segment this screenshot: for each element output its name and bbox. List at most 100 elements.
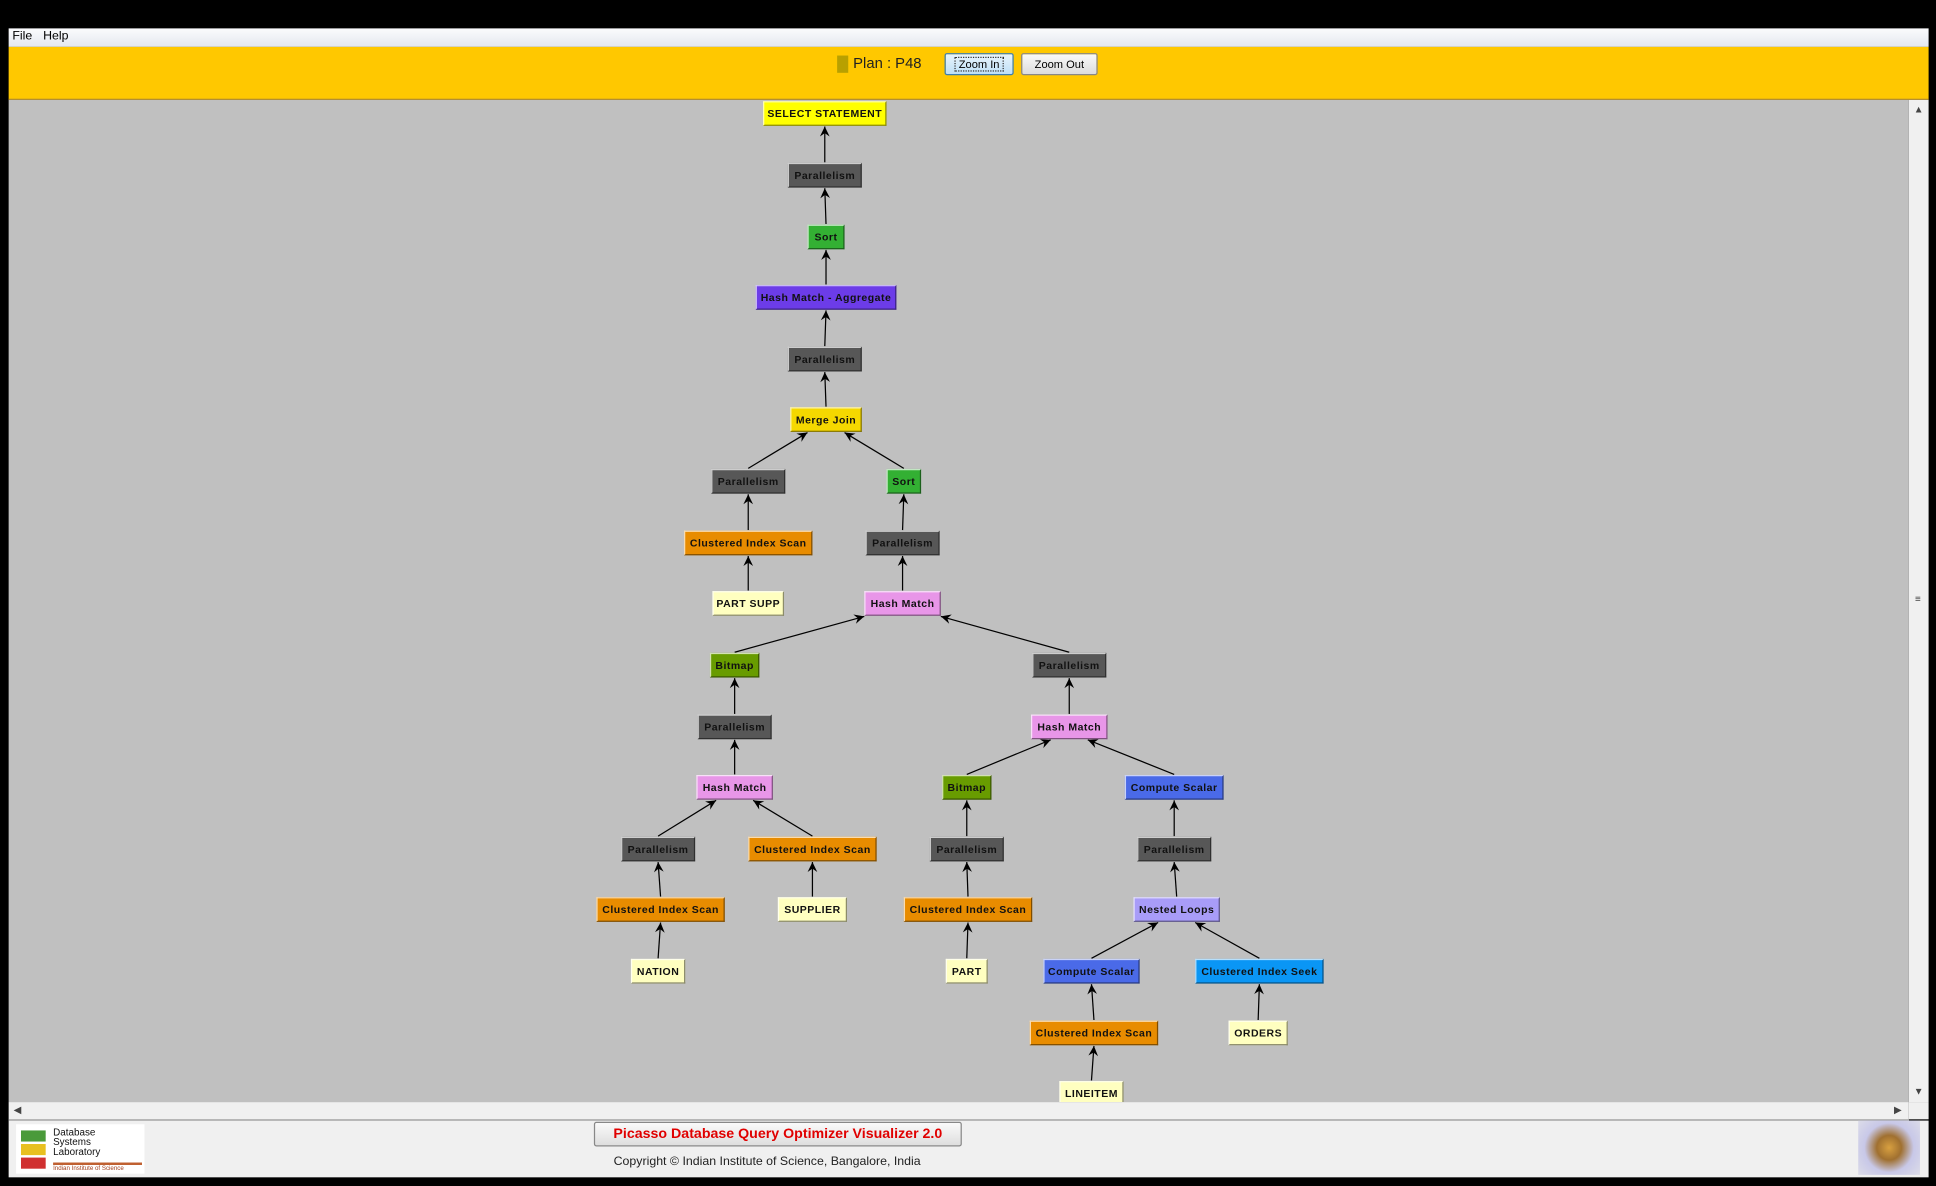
plan-node-clustered-index-seek[interactable]: Clustered Index Seek [1195, 958, 1324, 983]
plan-node-clustered-index-scan[interactable]: Clustered Index Scan [903, 896, 1033, 922]
plan-edge [940, 615, 1070, 653]
plan-node-lineitem[interactable]: LINEITEM [1059, 1080, 1124, 1103]
arrowhead-icon [1195, 922, 1207, 932]
menu-file[interactable]: File [12, 29, 33, 44]
scroll-right-icon[interactable]: ▶ [1894, 1104, 1902, 1116]
dsl-blocks-icon [20, 1130, 46, 1169]
arrowhead-icon [753, 800, 765, 810]
plan-node-hash-match[interactable]: Hash Match [696, 774, 773, 800]
arrowhead-icon [940, 614, 952, 624]
arrowhead-icon [729, 739, 740, 750]
zoom-in-label: Zoom In [955, 56, 1004, 72]
arrowhead-icon [1170, 862, 1180, 873]
dsl-logo-text: Database Systems Laboratory [53, 1126, 101, 1158]
menu-bar: File Help [8, 28, 1929, 47]
plan-node-parallelism[interactable]: Parallelism [929, 836, 1004, 861]
plan-edge [1194, 921, 1260, 959]
plan-node-part[interactable]: PART [945, 958, 988, 983]
vertical-scrollbar[interactable]: ▲ ≡ ▼ [1908, 99, 1929, 1103]
toolbar: Plan : P48 Zoom In Zoom Out [8, 46, 1929, 100]
plan-node-parallelism[interactable]: Parallelism [865, 530, 940, 555]
scroll-grip-icon[interactable]: ≡ [1915, 593, 1921, 605]
plan-node-parallelism[interactable]: Parallelism [621, 836, 696, 861]
plan-edge [734, 615, 865, 653]
plan-node-sort[interactable]: Sort [886, 468, 922, 494]
dsl-logo: Database Systems Laboratory Indian Insti… [16, 1124, 145, 1174]
arrowhead-icon [796, 432, 808, 442]
arrowhead-icon [820, 310, 831, 321]
copyright-text: Copyright © Indian Institute of Science,… [613, 1155, 921, 1169]
plan-node-parallelism[interactable]: Parallelism [711, 468, 786, 494]
plan-node-bitmap[interactable]: Bitmap [942, 774, 992, 800]
arrowhead-icon [853, 614, 865, 624]
plan-node-compute-scalar[interactable]: Compute Scalar [1124, 774, 1224, 800]
plan-node-clustered-index-scan[interactable]: Clustered Index Scan [684, 530, 813, 555]
arrowhead-icon [819, 126, 830, 137]
plan-node-parallelism[interactable]: Parallelism [787, 346, 862, 371]
plan-node-nested-loops[interactable]: Nested Loops [1133, 896, 1220, 922]
scroll-up-icon[interactable]: ▲ [1913, 103, 1924, 115]
plan-node-select-statement[interactable]: SELECT STATEMENT [763, 100, 887, 126]
plan-node-parallelism[interactable]: Parallelism [1032, 652, 1107, 677]
arrowhead-icon [807, 862, 818, 873]
plan-edge [1091, 921, 1159, 959]
arrowhead-icon [743, 555, 754, 566]
horizontal-scrollbar[interactable]: ◀ ▶ [8, 1102, 1909, 1121]
iisc-emblem-icon [1858, 1120, 1920, 1175]
scroll-left-icon[interactable]: ◀ [13, 1104, 22, 1116]
plan-edge [657, 799, 717, 837]
arrowhead-icon [655, 922, 665, 933]
plan-node-clustered-index-scan[interactable]: Clustered Index Scan [1029, 1019, 1159, 1045]
app-title-button[interactable]: Picasso Database Query Optimizer Visuali… [593, 1121, 962, 1147]
plan-edge [966, 739, 1051, 775]
plan-node-part-supp[interactable]: PART SUPP [712, 590, 785, 616]
arrowhead-icon [821, 249, 831, 260]
arrowhead-icon [1039, 739, 1051, 749]
plan-edge [747, 432, 808, 469]
arrowhead-icon [898, 494, 909, 505]
plan-label: Plan : P48 [853, 54, 922, 72]
footer: Database Systems Laboratory Indian Insti… [8, 1120, 1929, 1178]
arrowhead-icon [897, 555, 908, 566]
plan-tree-edges [653, 126, 1264, 1081]
arrowhead-icon [820, 372, 830, 383]
plan-color-swatch [837, 55, 849, 73]
arrowhead-icon [705, 800, 717, 810]
zoom-in-button[interactable]: Zoom In [944, 53, 1014, 76]
plan-node-clustered-index-scan[interactable]: Clustered Index Scan [596, 896, 725, 922]
arrowhead-icon [653, 862, 664, 873]
arrowhead-icon [743, 494, 754, 505]
plan-node-hash-match-aggregate[interactable]: Hash Match - Aggregate [755, 284, 897, 310]
plan-node-hash-match[interactable]: Hash Match [864, 590, 941, 616]
arrowhead-icon [820, 188, 830, 199]
plan-node-supplier[interactable]: SUPPLIER [777, 896, 848, 922]
plan-node-merge-join[interactable]: Merge Join [790, 406, 862, 432]
arrowhead-icon [1254, 984, 1264, 995]
arrowhead-icon [1064, 678, 1075, 689]
menu-help[interactable]: Help [43, 29, 69, 44]
plan-node-parallelism[interactable]: Parallelism [1137, 836, 1212, 861]
arrowhead-icon [962, 862, 972, 873]
plan-node-compute-scalar[interactable]: Compute Scalar [1043, 958, 1140, 983]
scroll-down-icon[interactable]: ▼ [1913, 1086, 1924, 1098]
plan-node-hash-match[interactable]: Hash Match [1030, 713, 1108, 739]
plan-node-nation[interactable]: NATION [630, 958, 686, 983]
plan-node-bitmap[interactable]: Bitmap [709, 652, 760, 677]
plan-edge [752, 799, 813, 837]
arrowhead-icon [1088, 1045, 1099, 1057]
zoom-out-button[interactable]: Zoom Out [1021, 53, 1098, 76]
arrowhead-icon [962, 922, 973, 933]
plan-edge [1087, 739, 1175, 775]
scroll-corner [1908, 1102, 1929, 1120]
arrowhead-icon [844, 432, 856, 442]
plan-node-clustered-index-scan[interactable]: Clustered Index Scan [748, 836, 877, 861]
arrowhead-icon [729, 678, 740, 689]
plan-node-sort[interactable]: Sort [807, 223, 845, 249]
plan-node-parallelism[interactable]: Parallelism [787, 162, 862, 187]
arrowhead-icon [961, 800, 972, 811]
plan-node-orders[interactable]: ORDERS [1228, 1019, 1288, 1045]
plan-node-parallelism[interactable]: Parallelism [697, 713, 772, 739]
arrowhead-icon [1147, 922, 1159, 932]
